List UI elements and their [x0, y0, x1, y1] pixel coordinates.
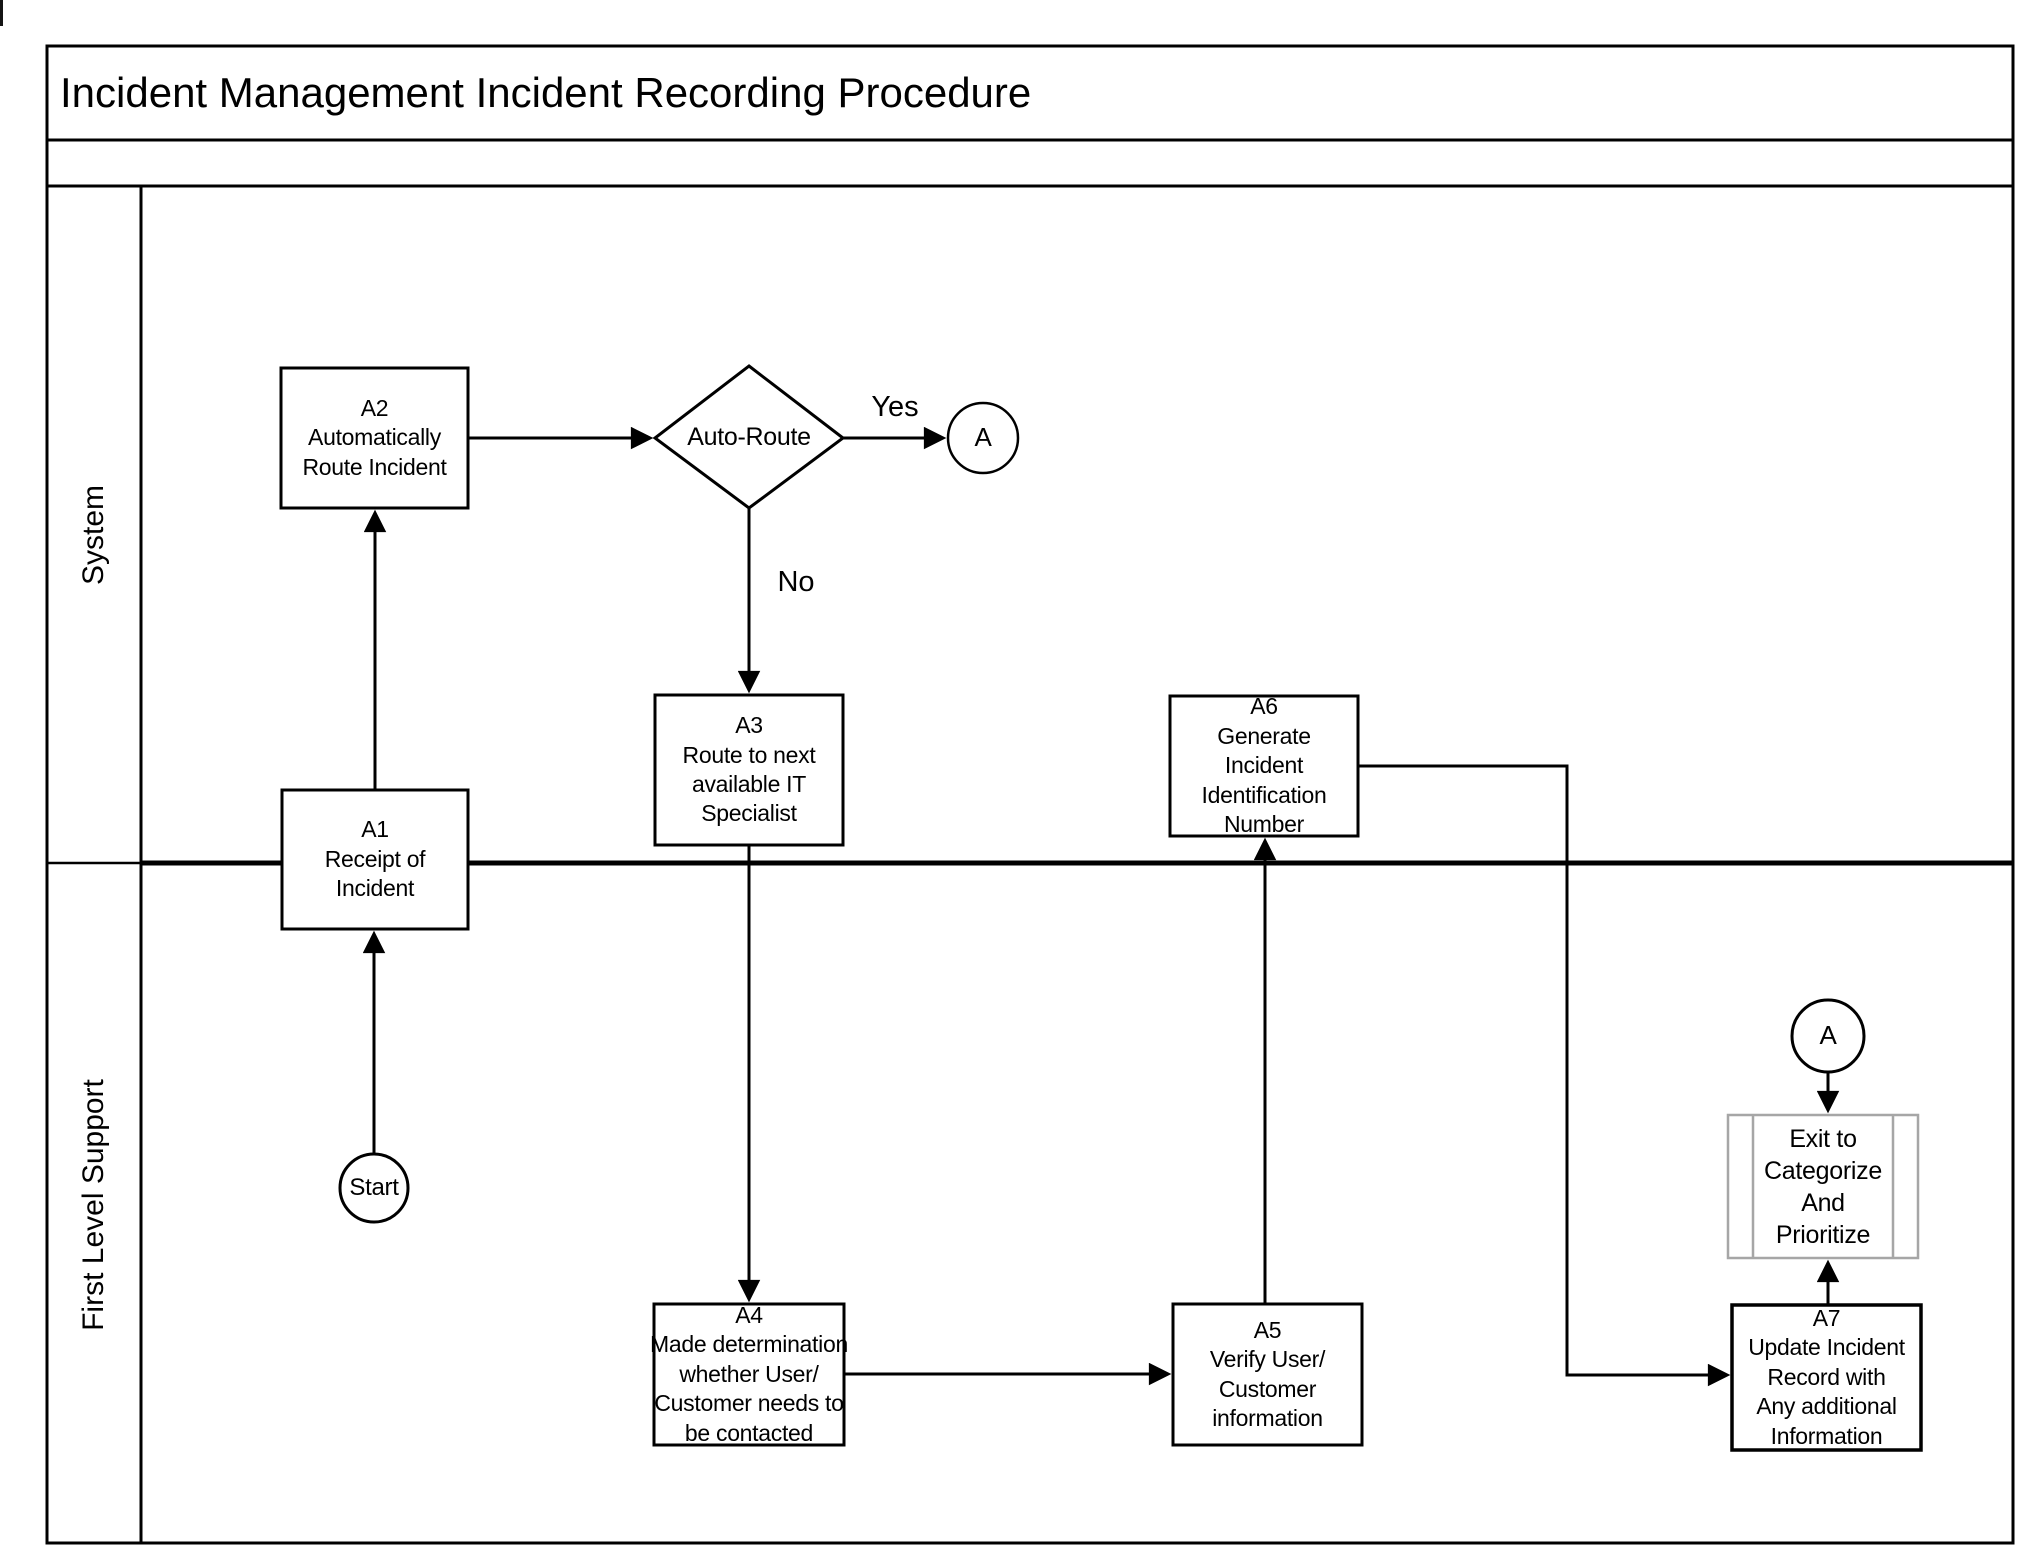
a6-box	[1168, 694, 1360, 838]
lane-label-first-level-support: First Level Support	[76, 1079, 110, 1331]
start-label: Start	[349, 1173, 399, 1201]
page-edge-artifact	[0, 0, 3, 26]
a4-label: A4 Made determination whether User/ Cust…	[650, 1301, 848, 1446]
connector-a-top-circle	[946, 401, 1020, 475]
lane-label-system: System	[76, 484, 110, 586]
a2-label: A2 Automatically Route Incident	[302, 394, 447, 480]
swimlane-frame	[45, 44, 2015, 1545]
a5-label: A5 Verify User/ Customer information	[1209, 1316, 1326, 1431]
auto-route-label: Auto-Route	[687, 423, 811, 451]
a3-label: A3 Route to next available IT Specialist	[682, 712, 816, 827]
edge-a6-to-a7	[1358, 764, 1731, 1387]
exit-shape	[1726, 1113, 1920, 1260]
a7-box	[1730, 1303, 1923, 1452]
edge-label-yes: Yes	[871, 391, 919, 424]
exit-label: Exit to Categorize And Prioritize	[1764, 1124, 1882, 1249]
connector-a-bottom-label: A	[1819, 1020, 1837, 1051]
connector-a-top-label: A	[974, 422, 992, 453]
a6-label: A6 Generate Incident Identification Numb…	[1201, 693, 1327, 838]
a1-box	[280, 788, 470, 931]
a1-label: A1 Receipt of Incident	[324, 816, 426, 902]
a7-label: A7 Update Incident Record with Any addit…	[1748, 1304, 1905, 1449]
edge-label-no: No	[777, 566, 815, 599]
a5-box	[1171, 1302, 1364, 1447]
page-title: Incident Management Incident Recording P…	[60, 69, 1032, 117]
